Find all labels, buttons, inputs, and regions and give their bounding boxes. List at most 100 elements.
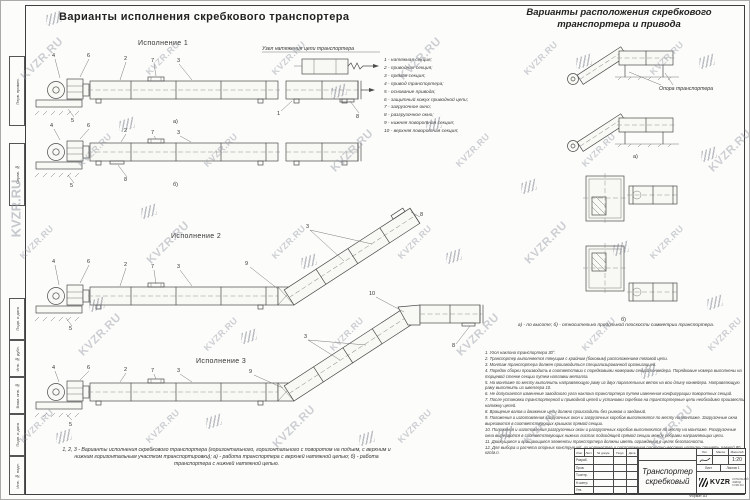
conveyor-3-drawing: 4 6 2 7 3 9 3 10 8 5	[34, 291, 484, 428]
logo-subline1: КОТЕЛЬНЫЙ ЗАВОД	[732, 478, 749, 484]
note-line: 10. Положения и изготовления разгрузочны…	[485, 426, 737, 438]
frame-field-label: Подп. и дата	[14, 307, 20, 331]
lit-label: Лит.	[697, 449, 713, 455]
frame-field-label: Подп. и дата	[14, 423, 20, 447]
callout: 4	[50, 123, 53, 129]
frame-field-perv-primen: Перв. примен.	[9, 56, 25, 126]
section-label-ispolnenie-2: Исполнение 2	[171, 233, 221, 240]
callout: 4	[52, 365, 55, 371]
kvzr-logo-subtext: КОТЕЛЬНЫЙ ЗАВОД KVZR.RU	[732, 478, 748, 487]
title-block-row: Н.контр.	[575, 479, 638, 488]
callout: 5	[69, 422, 72, 428]
placement-row2-drawing: а)	[567, 113, 679, 160]
bottom-caption: 1, 2, 3 - Варианты исполнения скребковог…	[62, 447, 391, 467]
variant-label-a: а)	[633, 154, 638, 160]
frame-field-inv-dubl: Инв. № дубл.	[9, 340, 25, 377]
callout: 7	[151, 264, 154, 270]
title-block-row: Пров.	[575, 464, 638, 473]
sheet-row: Лист Листов 1	[697, 465, 745, 472]
note-line: 6. Не допускается изменение заводского у…	[485, 391, 733, 397]
callout: 4	[52, 53, 55, 59]
placement-row3-drawing	[583, 173, 679, 224]
callout: 7	[151, 368, 154, 374]
callout: 5	[69, 326, 72, 332]
lit-value-cell	[697, 456, 713, 464]
scale-label: Масштаб	[730, 450, 744, 454]
note-line: 2. Транспортер выполняется тянущим с кра…	[485, 355, 668, 361]
format-label: Формат А3	[689, 494, 708, 498]
row-prov: Пров.	[575, 464, 594, 472]
callout: 9	[249, 369, 252, 375]
parts-list-item: 9 - нижняя поворотная секция;	[384, 121, 455, 127]
page-title-right-line2: транспортера и привода	[557, 19, 681, 30]
callout: 9	[245, 261, 248, 267]
note-line: 8. Вращение валов и движение цепи должно…	[485, 409, 647, 415]
callout: 3	[177, 264, 180, 270]
note-line: 4. Порядок сборки производить в соответс…	[485, 367, 742, 379]
logo-subline2: KVZR.RU	[732, 484, 744, 487]
parts-list-item: 6 - защитный кожух приводной цепи;	[384, 97, 469, 103]
title-block-middle: Транспортер скребковый	[639, 449, 697, 493]
document-name-line2: скребковый	[645, 477, 690, 486]
section-label-ispolnenie-3: Исполнение 3	[196, 358, 246, 365]
title-block-right: Лит. Масса Масштаб 1:20 Лист Листов 1 KV…	[697, 449, 749, 493]
title-block-row: Разраб.	[575, 457, 638, 465]
title-block-header-row: Изм. Лист № докум. Подп. Дата	[575, 449, 638, 457]
logo-cell: KVZR КОТЕЛЬНЫЙ ЗАВОД KVZR.RU	[697, 472, 749, 493]
callout: 6	[87, 123, 90, 129]
support-label: Опора транспортера	[659, 86, 713, 92]
row-razrab: Разраб.	[575, 457, 594, 464]
parts-list-item: 10 - верхняя поворотная секция;	[384, 129, 459, 135]
placement-caption: а) - по высоте; б) - относительно продол…	[517, 323, 715, 328]
title-block-left: Изм. Лист № докум. Подп. Дата Разраб. Пр…	[575, 449, 639, 495]
parts-list: 1 - натяжная секция; 2 - приводная секция…	[384, 57, 579, 136]
parts-list-item: 4 - привод транспортера;	[384, 81, 444, 87]
parts-list-item: 2 - приводная секция;	[384, 65, 433, 71]
conveyor-1b-drawing: 4 6 2 7 3 8 5 б)	[34, 123, 362, 189]
header-izm: Изм.	[575, 449, 585, 456]
mass-label: Масса	[713, 449, 729, 455]
parts-list-item: 8 - разгрузочное окно;	[384, 113, 434, 119]
callout: 6	[87, 53, 90, 59]
header-list: Лист	[585, 449, 594, 456]
callout: 3	[177, 58, 180, 64]
callout: 4	[52, 259, 55, 265]
placement-row1-drawing: Опора транспортера	[567, 46, 713, 92]
sheets-cell: Листов 1	[721, 465, 745, 471]
scale-value: 1:20	[732, 457, 742, 463]
page-title-right-line1: Варианты расположения скребкового	[526, 7, 712, 18]
parts-list-item: 1 - натяжная секция;	[384, 58, 432, 63]
conveyor-1a-drawing: 4 6 2 7 3 1 8 5 а)	[34, 53, 375, 125]
frame-field-label: Инв. № подл.	[14, 462, 20, 489]
lit-mass-scale-header: Лит. Масса Масштаб	[697, 449, 745, 456]
header-podp: Подп.	[614, 449, 628, 456]
tension-node-label: Узел натяжения цепи транспортера	[262, 46, 354, 52]
kvzr-logo-icon	[699, 478, 708, 487]
callout: 3	[304, 334, 307, 340]
row-nkontr: Н.контр.	[575, 479, 594, 487]
note-line: 1. Угол наклона транспортера 30°.	[485, 350, 556, 355]
document-name-line1: Транспортер	[642, 467, 693, 476]
signature-scribble	[699, 457, 710, 463]
tension-node-detail-drawing: Узел натяжения цепи транспортера	[262, 46, 380, 75]
lit-mass-scale-values: 1:20	[697, 456, 745, 465]
header-dokum: № докум.	[594, 449, 615, 456]
frame-field-label: Инв. № дубл.	[14, 345, 20, 372]
callout: 2	[124, 56, 127, 62]
placement-row4-drawing: б)	[583, 243, 679, 323]
note-line: 9. Положения и изготовления загрузочных …	[485, 414, 738, 426]
mass-value-cell	[713, 456, 729, 464]
callout: 5	[71, 118, 74, 124]
frame-field-inv-podl: Инв. № подл.	[9, 456, 25, 495]
callout: 2	[124, 262, 127, 268]
notes-list: 1. Угол наклона транспортера 30°.2. Тран…	[485, 350, 745, 456]
callout: 2	[124, 367, 127, 373]
row-tkontr: Т.контр.	[575, 472, 594, 479]
sheets-value: 1	[737, 466, 740, 470]
variant-label-a: а)	[173, 119, 178, 125]
callout: 7	[151, 58, 154, 64]
title-block-row: Т.контр.	[575, 472, 638, 480]
callout: 7	[151, 130, 154, 136]
frame-field-label: Перв. примен.	[14, 77, 20, 105]
